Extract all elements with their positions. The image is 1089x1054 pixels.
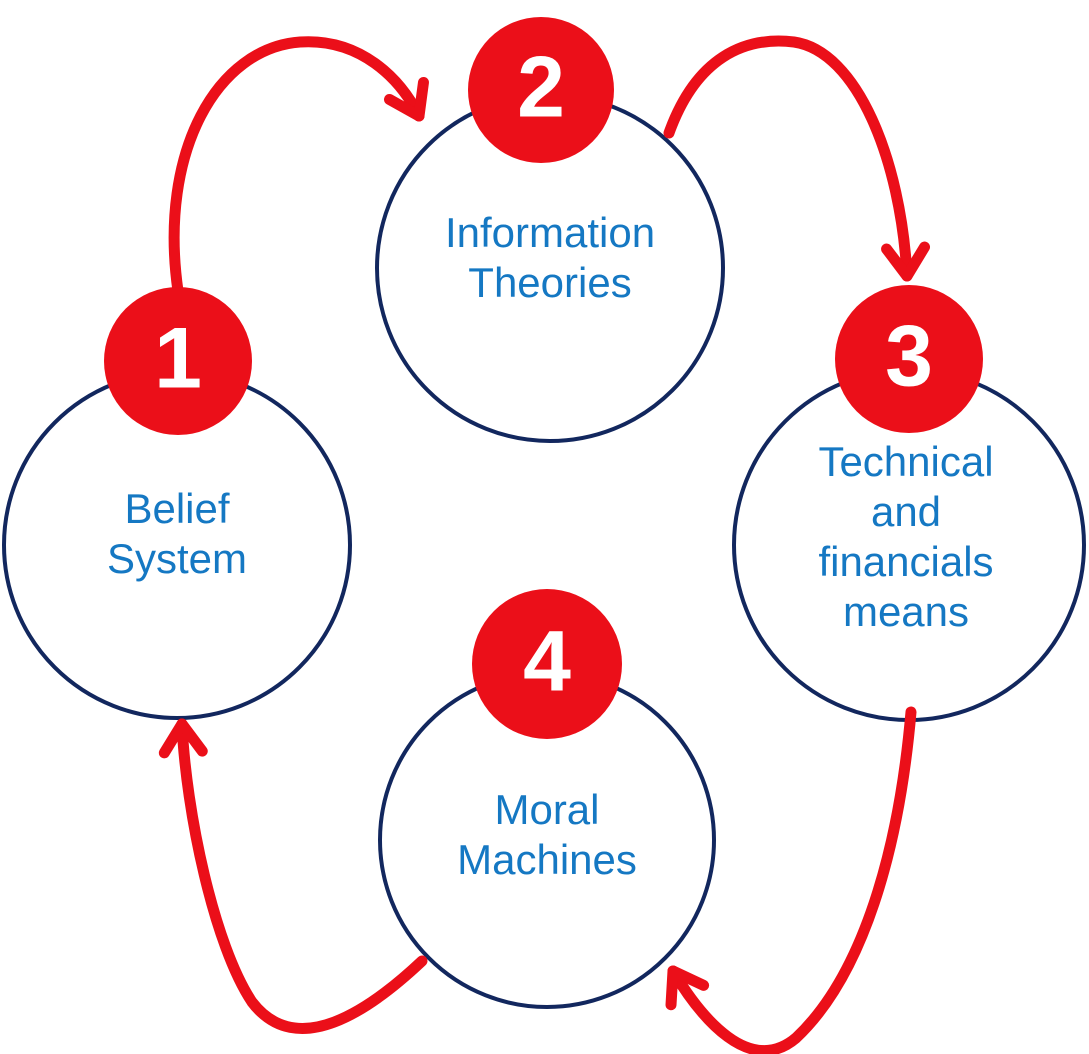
node-4-number: 4 (523, 613, 571, 710)
node-3-number: 3 (885, 308, 933, 405)
node-2-badge (468, 17, 614, 163)
arrow-1-to-2 (168, 36, 429, 297)
node-2-label: Information Theories (444, 209, 656, 306)
arrow-3-to-4 (665, 706, 917, 1054)
node-1-badge (104, 287, 252, 435)
node-1-label: Belief System (106, 485, 248, 582)
node-3-badge (835, 285, 983, 433)
arrow-2-to-3 (663, 35, 931, 282)
node-2-number: 2 (517, 39, 565, 136)
node-1-number: 1 (154, 310, 202, 407)
arrow-4-to-1 (158, 718, 428, 1034)
node-4-badge (472, 589, 622, 739)
node-4-label: Moral Machines (457, 786, 637, 883)
node-3-label: Technical and financials means (818, 438, 994, 635)
